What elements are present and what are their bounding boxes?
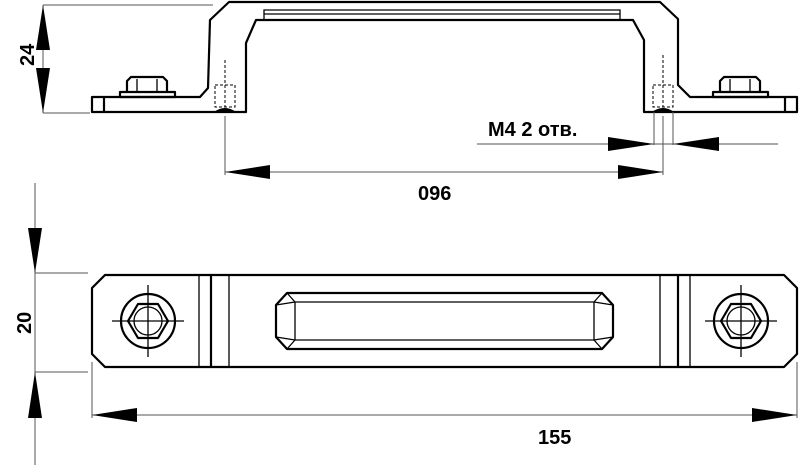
left-nut <box>118 75 177 99</box>
right-bolt-icon <box>705 285 777 357</box>
hole-spacing-label: 096 <box>418 183 451 205</box>
dimension-height: 24 <box>17 4 213 114</box>
handle-side-outline <box>90 0 799 114</box>
plate-outline <box>90 273 799 369</box>
height-label: 24 <box>17 43 39 66</box>
dimension-hole-spacing: 096 <box>224 116 664 205</box>
top-groove <box>263 9 621 20</box>
left-threaded-hole <box>214 60 236 112</box>
thread-label: M4 2 отв. <box>488 119 577 141</box>
length-label: 155 <box>538 427 571 449</box>
dimension-length: 155 <box>91 362 798 449</box>
left-bars <box>198 276 230 366</box>
right-threaded-hole <box>652 55 674 112</box>
center-slot <box>274 291 615 351</box>
dimension-thread: M4 2 отв. <box>477 112 778 151</box>
dimension-width: 20 <box>14 183 88 465</box>
side-view <box>90 0 799 114</box>
width-label: 20 <box>14 312 36 334</box>
top-view <box>90 273 799 369</box>
left-bolt-icon <box>112 285 184 357</box>
right-bars <box>659 276 691 366</box>
right-nut <box>711 75 770 99</box>
